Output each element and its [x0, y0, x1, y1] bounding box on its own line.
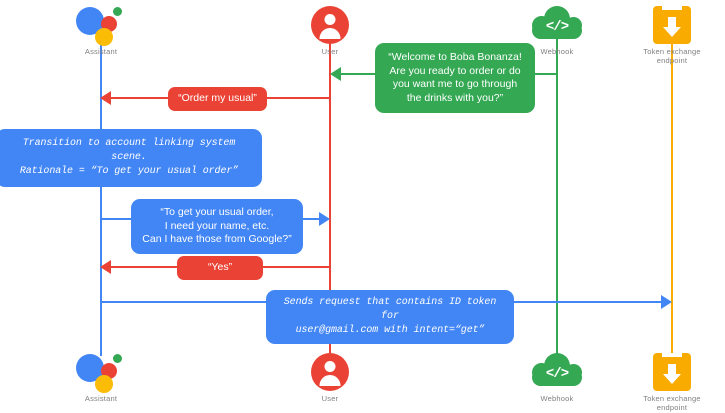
google-assistant-dots-icon — [73, 351, 129, 393]
user-avatar-icon — [311, 353, 349, 391]
actor-label-assistant: Assistant — [84, 47, 118, 56]
actor-user-bottom: User — [311, 353, 349, 403]
actor-webhook-top: </> Webhook — [530, 6, 584, 56]
message-bubble-order-my-usual: “Order my usual” — [168, 87, 267, 111]
actor-assistant-top: Assistant — [73, 4, 129, 56]
actor-label-user: User — [321, 394, 339, 403]
user-avatar-icon — [311, 6, 349, 44]
actor-assistant-bottom: Assistant — [73, 351, 129, 403]
actor-token-endpoint-bottom: Token exchange endpoint — [638, 353, 706, 412]
actor-label-token-endpoint: Token exchange endpoint — [643, 394, 701, 412]
download-box-icon — [653, 353, 691, 391]
lifeline-token-endpoint — [671, 38, 673, 356]
arrow-head-welcome — [330, 67, 341, 81]
message-bubble-welcome: “Welcome to Boba Bonanza! Are you ready … — [375, 43, 535, 113]
actor-label-webhook: Webhook — [540, 394, 574, 403]
arrow-head-need-your-name — [319, 212, 330, 226]
lifeline-user — [329, 38, 331, 356]
arrow-head-sends-request — [661, 295, 672, 309]
actor-webhook-bottom: </> Webhook — [530, 353, 584, 403]
actor-label-user: User — [321, 47, 339, 56]
actor-token-endpoint-top: Token exchange endpoint — [638, 6, 706, 65]
download-box-icon — [653, 6, 691, 44]
lifeline-webhook — [556, 38, 558, 356]
actor-label-webhook: Webhook — [540, 47, 574, 56]
arrow-head-yes — [100, 260, 111, 274]
google-assistant-dots-icon — [73, 4, 129, 46]
message-bubble-need-your-name: “To get your usual order, I need your na… — [131, 199, 303, 254]
actor-user-top: User — [311, 6, 349, 56]
cloud-code-icon: </> — [530, 6, 584, 44]
message-bubble-yes: “Yes” — [177, 256, 263, 280]
actor-label-assistant: Assistant — [84, 394, 118, 403]
lifeline-assistant — [100, 38, 102, 356]
message-note-transition: Transition to account linking system sce… — [0, 129, 262, 187]
arrow-head-order-my-usual — [100, 91, 111, 105]
cloud-code-icon: </> — [530, 353, 584, 391]
actor-label-token-endpoint: Token exchange endpoint — [643, 47, 701, 65]
message-note-sends-request: Sends request that contains ID token for… — [266, 290, 514, 344]
